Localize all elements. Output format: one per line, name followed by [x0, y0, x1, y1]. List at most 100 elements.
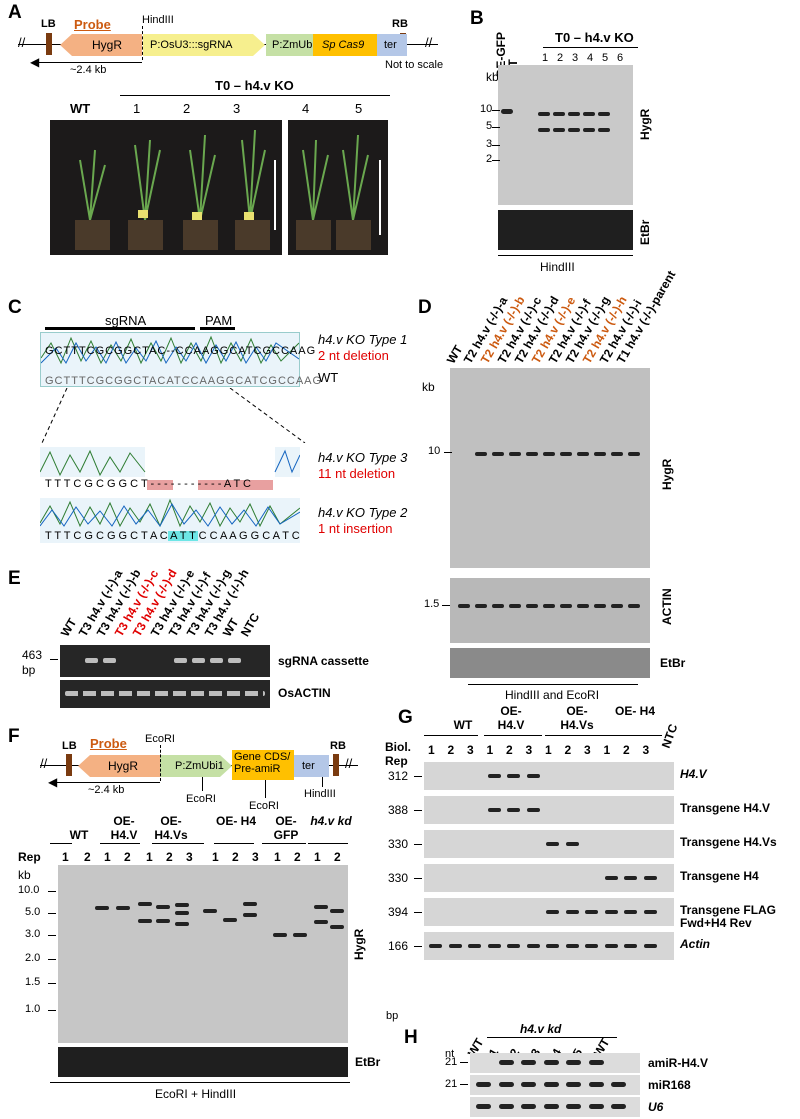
size-label: 21 — [445, 1078, 458, 1090]
marker-15-d: 1.5 — [424, 598, 440, 610]
gel-strip — [424, 898, 674, 926]
type1-desc: 2 nt deletion — [318, 348, 389, 363]
row-name: H4.V — [680, 767, 707, 781]
rep-label: 3 — [642, 743, 650, 757]
cas9-box — [313, 34, 377, 56]
row-name: Transgene H4 — [680, 869, 759, 883]
lane-label: 1 — [542, 52, 549, 64]
band — [604, 944, 618, 948]
rep-label: 3 — [252, 850, 259, 864]
blot-d-actin — [450, 578, 650, 643]
rep-label: 1 — [486, 743, 494, 757]
plant-photo-2 — [288, 120, 388, 255]
tick-mark — [414, 878, 422, 879]
band — [543, 1060, 559, 1065]
band — [546, 944, 559, 948]
band — [624, 876, 637, 880]
band — [611, 1104, 626, 1109]
enzyme-label-f: EcoRI + HindIII — [155, 1087, 237, 1101]
ubi-label: P:ZmUbi1 — [272, 39, 321, 51]
rep-label: 2 — [334, 850, 341, 864]
panel-h-label: H — [404, 1027, 418, 1048]
cassette-label: sgRNA cassette — [278, 654, 369, 668]
group-underline — [424, 735, 478, 736]
group-underline — [152, 843, 204, 844]
gel-strip — [424, 762, 674, 790]
band — [498, 1104, 514, 1109]
plant-label: 2 — [183, 101, 191, 116]
group-label: OE- H4.V — [497, 704, 525, 732]
group-underline — [214, 843, 254, 844]
etbr-gel-d — [450, 648, 650, 678]
plant-label: 3 — [233, 101, 241, 116]
ecori-top-label: EcoRI — [145, 733, 175, 745]
rep-label: 3 — [467, 743, 474, 757]
band — [468, 944, 481, 948]
marker-label-f: 1.0 — [25, 1003, 41, 1015]
hindiii-label: HindIII — [142, 14, 174, 26]
hygr-label: HygR — [92, 38, 123, 52]
etbr-gel-f — [58, 1047, 348, 1077]
gel-e-actin — [60, 680, 270, 708]
panel-d-label: D — [418, 297, 432, 318]
rep-label: 3 — [186, 850, 193, 864]
row-name: Transgene H4.V — [680, 801, 771, 815]
band — [543, 1104, 559, 1109]
t0-group-label-b: T0 – h4.v KO — [555, 30, 634, 45]
band — [643, 944, 657, 948]
size-label: 312 — [388, 769, 409, 783]
type2-name: h4.v KO Type 2 — [318, 505, 408, 520]
band — [487, 944, 501, 948]
break-icon: // — [40, 756, 48, 771]
marker-label: 2 — [486, 153, 493, 165]
rb-label: RB — [392, 18, 408, 30]
ecori-site — [160, 745, 161, 781]
hygr-arrow — [60, 34, 142, 56]
rep-label: 1 — [62, 850, 69, 864]
gene-label: Gene CDS/ Pre-amiR — [234, 751, 291, 775]
blot-d-hygr — [450, 368, 650, 568]
rep-label: 1 — [314, 850, 321, 864]
panel-a-label: A — [8, 2, 22, 23]
sequence-wt: GCTTTCGCGGCTACATCCAAGGCATCGCCAAG — [45, 375, 323, 387]
group-label: OE- H4.Vs — [560, 704, 594, 732]
rep-label: 2 — [294, 850, 301, 864]
band — [566, 1060, 581, 1065]
row-name: Transgene FLAG Fwd+H4 Rev — [680, 903, 777, 930]
band — [526, 808, 540, 812]
etbr-label-b: EtBr — [638, 219, 652, 245]
band — [585, 910, 598, 914]
actin-label-e: OsACTIN — [278, 686, 331, 700]
lb-label: LB — [41, 18, 56, 30]
gel-e-cassette — [60, 645, 270, 677]
panel-c-label: C — [8, 297, 22, 318]
band — [429, 944, 442, 948]
marker-label-f: 10.0 — [18, 884, 40, 896]
band — [546, 910, 559, 914]
band — [565, 910, 579, 914]
size-label: 388 — [388, 803, 409, 817]
gel-strip — [424, 864, 674, 892]
tick-mark — [414, 810, 422, 811]
rep-label: 2 — [623, 743, 630, 757]
rep-label: 1 — [274, 850, 281, 864]
break-icon: // — [345, 756, 353, 771]
panel-g-label: G — [398, 707, 413, 728]
row-name: amiR-H4.V — [648, 1056, 709, 1070]
marker-label: 10 — [480, 103, 493, 115]
rep-label: 1 — [212, 850, 219, 864]
rb-border — [333, 754, 339, 776]
blot-f — [58, 865, 348, 1043]
rep-label: 2 — [166, 850, 173, 864]
rep-label: 1 — [146, 850, 153, 864]
row-name: miR168 — [648, 1078, 691, 1092]
group-underline — [50, 843, 72, 844]
probe-label: Probe — [74, 17, 111, 32]
size-label: 330 — [388, 837, 409, 851]
bp-label-g: bp — [386, 1010, 399, 1022]
hindiii-label-f: HindIII — [304, 788, 336, 800]
size-label: 21 — [445, 1056, 458, 1068]
tick-mark — [414, 776, 422, 777]
etbr-label-f: EtBr — [355, 1055, 381, 1069]
marker-label: 5 — [486, 120, 493, 132]
